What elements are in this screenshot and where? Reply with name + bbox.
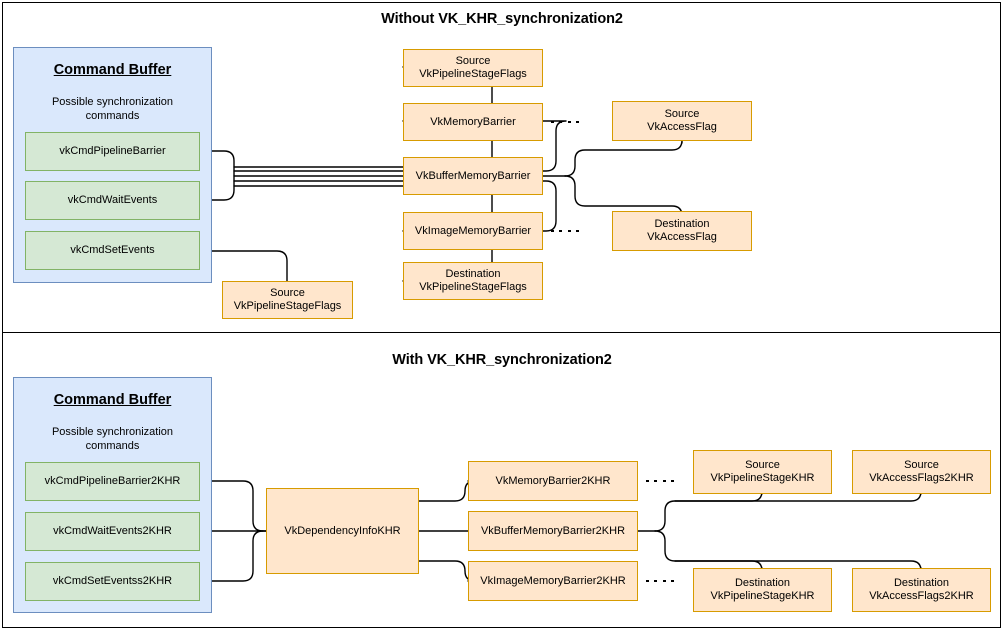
node-vkbuffermemorybarrier[interactable]: VkBufferMemoryBarrier (403, 157, 543, 195)
ellipsis-dots-memorybarrier (551, 120, 579, 124)
node-vkdependencyinfokhr[interactable]: VkDependencyInfoKHR (266, 488, 419, 574)
command-buffer-subtitle-top-line2: commands (85, 110, 140, 122)
command-buffer-subtitle-top-line1: Possible synchronization (51, 96, 174, 108)
node-vkimagememorybarrier[interactable]: VkImageMemoryBarrier (403, 212, 543, 250)
command-label: vkCmdSetEvents (70, 244, 155, 257)
command-buffer-subtitle-bottom-line2: commands (85, 440, 140, 452)
node-vkmemorybarrier[interactable]: VkMemoryBarrier (403, 103, 543, 141)
command-buffer-subtitle-bottom-line1: Possible synchronization (51, 426, 174, 438)
node-vkimagememorybarrier2khr[interactable]: VkImageMemoryBarrier2KHR (468, 561, 638, 601)
command-buffer-title-bottom: Command Buffer (53, 392, 172, 408)
section-divider (2, 332, 1001, 333)
command-vkcmdwaitevents2khr[interactable]: vkCmdWaitEvents2KHR (25, 512, 200, 551)
node-vkmemorybarrier2khr[interactable]: VkMemoryBarrier2KHR (468, 461, 638, 501)
command-label: vkCmdPipelineBarrier (59, 145, 166, 158)
command-vkcmdwaitevents[interactable]: vkCmdWaitEvents (25, 181, 200, 220)
node-vkbuffermemorybarrier2khr[interactable]: VkBufferMemoryBarrier2KHR (468, 511, 638, 551)
node-label: VkDependencyInfoKHR (284, 524, 401, 537)
node-label: VkBufferMemoryBarrier (415, 169, 531, 182)
command-label: vkCmdSetEventss2KHR (52, 575, 173, 588)
section-title-top: Without VK_KHR_synchronization2 (381, 11, 623, 27)
node-label: VkMemoryBarrier (430, 115, 516, 128)
ellipsis-dots-imagebarrier2khr (646, 579, 674, 583)
node-label: VkBufferMemoryBarrier2KHR (480, 524, 626, 537)
command-label: vkCmdWaitEvents (67, 194, 158, 207)
command-label: vkCmdPipelineBarrier2KHR (44, 475, 181, 488)
command-vkcmdpipelinebarrier[interactable]: vkCmdPipelineBarrier (25, 132, 200, 171)
node-label: VkImageMemoryBarrier (414, 224, 532, 237)
command-vkcmdseteventss2khr[interactable]: vkCmdSetEventss2KHR (25, 562, 200, 601)
ellipsis-dots-memorybarrier2khr (646, 479, 674, 483)
command-label: vkCmdWaitEvents2KHR (53, 525, 172, 538)
node-label: VkImageMemoryBarrier2KHR (480, 574, 626, 587)
command-vkcmdsetevents[interactable]: vkCmdSetEvents (25, 231, 200, 270)
ellipsis-dots-imagebarrier (551, 229, 579, 233)
command-vkcmdpipelinebarrier2khr[interactable]: vkCmdPipelineBarrier2KHR (25, 462, 200, 501)
section-title-bottom: With VK_KHR_synchronization2 (392, 352, 612, 368)
command-buffer-title-top: Command Buffer (53, 62, 172, 78)
node-label: VkMemoryBarrier2KHR (495, 474, 611, 487)
